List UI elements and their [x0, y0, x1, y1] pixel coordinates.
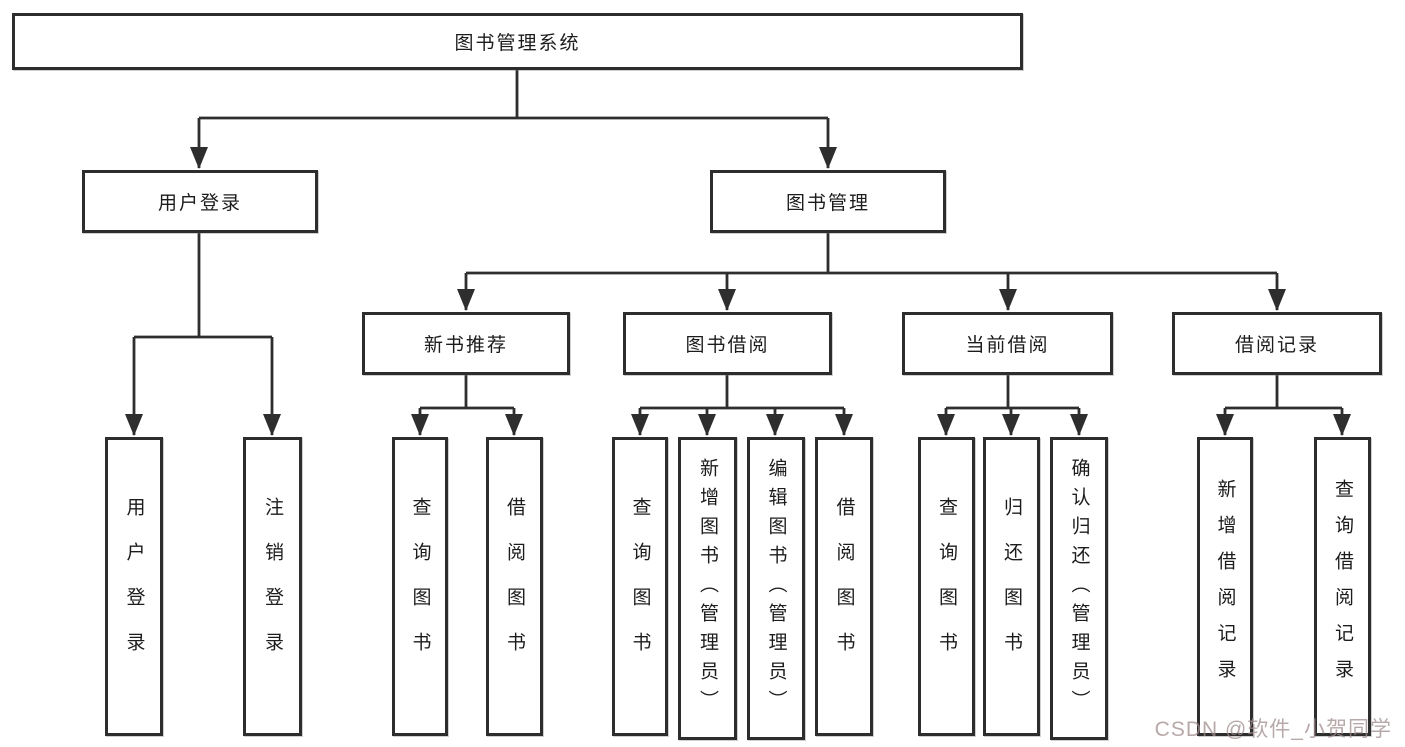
node-label: 当前借阅: [965, 335, 1050, 356]
node-new-book-recommend: 新书推荐: [362, 312, 570, 375]
leaf-add-books-admin: 新增图书（管理员）: [678, 437, 737, 740]
leaf-query-books: 查询图书: [918, 437, 975, 736]
node-label: 查询借阅记录: [1332, 478, 1353, 695]
leaf-user-login: 用户登录: [105, 437, 163, 736]
node-label: 查询图书: [629, 496, 651, 677]
node-label: 查询图书: [936, 496, 957, 677]
csdn-watermark: CSDN @软件_小贺同学: [1154, 718, 1392, 741]
leaf-logout: 注销登录: [243, 437, 302, 736]
leaf-edit-books-admin: 编辑图书（管理员）: [747, 437, 805, 740]
node-book-management-branch: 图书管理: [710, 170, 946, 233]
node-book-borrow: 图书借阅: [623, 312, 832, 375]
node-label: 归还图书: [1001, 496, 1022, 677]
node-current-borrow: 当前借阅: [902, 312, 1113, 375]
node-label: 借阅记录: [1234, 335, 1319, 356]
node-label: 用户登录: [157, 193, 242, 214]
node-label: 新书推荐: [423, 335, 508, 356]
node-label: 借阅图书: [504, 496, 525, 677]
leaf-borrow-books: 借阅图书: [486, 437, 543, 736]
node-label: 新增借阅记录: [1214, 478, 1236, 695]
node-label: 图书管理系统: [454, 33, 581, 54]
node-user-login-branch: 用户登录: [82, 170, 318, 233]
node-label: 查询图书: [409, 496, 431, 677]
node-label: 新增图书（管理员）: [697, 458, 718, 719]
leaf-borrow-books: 借阅图书: [815, 437, 873, 736]
node-label: 注销登录: [262, 496, 283, 677]
leaf-add-borrow-record: 新增借阅记录: [1197, 437, 1253, 736]
node-label: 编辑图书（管理员）: [765, 458, 787, 719]
leaf-query-borrow-record: 查询借阅记录: [1314, 437, 1371, 736]
node-root-library-system: 图书管理系统: [12, 13, 1023, 70]
leaf-confirm-return-admin: 确认归还（管理员）: [1050, 437, 1108, 740]
leaf-query-books: 查询图书: [612, 437, 668, 736]
leaf-query-books: 查询图书: [392, 437, 448, 736]
node-label: 确认归还（管理员）: [1068, 458, 1090, 719]
node-label: 图书管理: [785, 193, 870, 214]
node-label: 用户登录: [123, 496, 145, 677]
node-label: 借阅图书: [833, 496, 855, 677]
leaf-return-books: 归还图书: [983, 437, 1040, 736]
node-label: 图书借阅: [685, 335, 770, 356]
node-borrow-records: 借阅记录: [1172, 312, 1382, 375]
